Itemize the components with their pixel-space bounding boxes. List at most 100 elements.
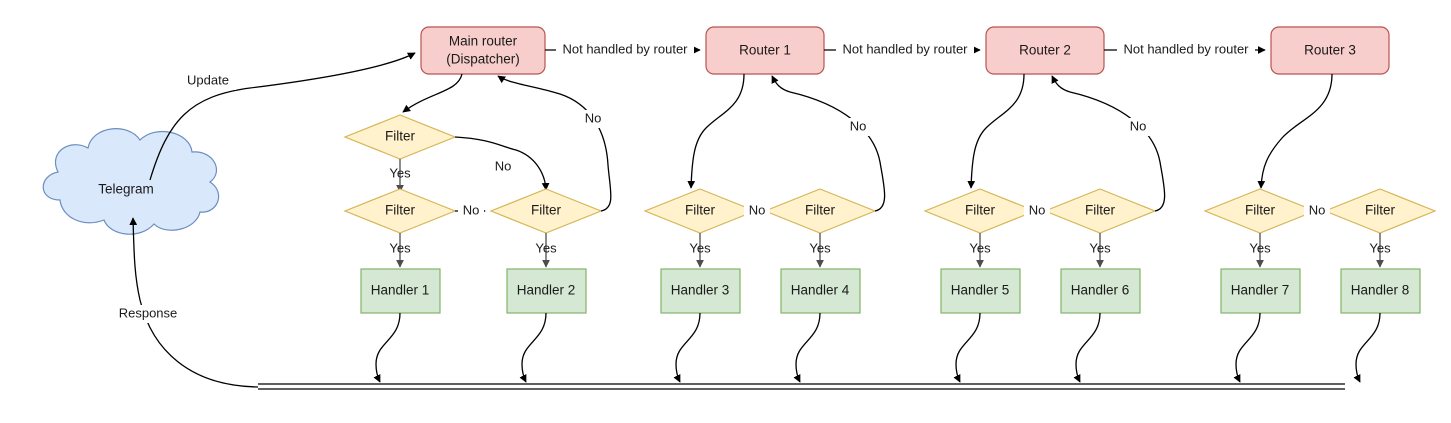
no-label-4: No xyxy=(850,118,867,133)
handler-6-node[interactable]: Handler 6 xyxy=(1060,268,1141,314)
chain-label-2-bg xyxy=(836,41,974,59)
filter-a-label: Filter xyxy=(385,129,416,144)
yes-label-2: Yes xyxy=(535,240,557,255)
chain-label-1-bg xyxy=(556,41,694,59)
edge-update xyxy=(149,52,416,181)
filter-7-node[interactable]: Filter xyxy=(1203,188,1317,234)
edge-filter6-no-to-router2 xyxy=(1051,75,1166,212)
handler-2-label: Handler 2 xyxy=(517,283,576,298)
cloud-label: Telegram xyxy=(98,182,154,197)
filter-5-node[interactable]: Filter xyxy=(923,188,1037,234)
handler-6-box xyxy=(1060,268,1141,314)
no-label-a-bg xyxy=(488,158,518,176)
update-label-bg xyxy=(178,72,236,90)
handler-8-label: Handler 8 xyxy=(1351,283,1410,298)
handler-7-label: Handler 7 xyxy=(1231,283,1290,298)
edge-handler7-to-collector xyxy=(1233,312,1261,383)
filter-5-label: Filter xyxy=(965,203,996,218)
router-2-node[interactable]: Router 2 xyxy=(985,26,1105,75)
edge-handler4-to-collector xyxy=(793,312,821,383)
handler-7-node[interactable]: Handler 7 xyxy=(1220,268,1301,314)
handler-5-node[interactable]: Handler 5 xyxy=(940,268,1021,314)
update-label: Update xyxy=(187,72,229,87)
handler-8-node[interactable]: Handler 8 xyxy=(1340,268,1421,314)
handler-1-box xyxy=(360,268,441,314)
handler-2-box xyxy=(506,268,587,314)
edge-router3-to-filter7 xyxy=(1257,73,1333,189)
handler-4-node[interactable]: Handler 4 xyxy=(780,268,861,314)
yes-label-5: Yes xyxy=(969,240,991,255)
filter-1-label: Filter xyxy=(385,203,416,218)
edge-filter4-no-to-router1 xyxy=(771,75,886,212)
main-router-label-line2: (Dispatcher) xyxy=(446,52,520,67)
handler-6-label: Handler 6 xyxy=(1071,283,1130,298)
no-label-7: No xyxy=(1309,202,1326,217)
filter-2-label: Filter xyxy=(531,203,562,218)
edge-filter-a-no xyxy=(454,136,550,191)
filter-2-node[interactable]: Filter xyxy=(489,188,603,234)
edge-router1-to-filter3 xyxy=(687,73,745,189)
handler-4-label: Handler 4 xyxy=(791,283,850,298)
handler-1-label: Handler 1 xyxy=(371,283,430,298)
edge-handler1-to-collector xyxy=(373,312,401,383)
main-router-node[interactable]: Main router (Dispatcher) xyxy=(420,26,546,75)
router-1-node[interactable]: Router 1 xyxy=(705,26,825,75)
handler-5-box xyxy=(940,268,1021,314)
filter-8-node[interactable]: Filter xyxy=(1323,188,1437,234)
router-3-box xyxy=(1270,26,1390,75)
filter-6-label: Filter xyxy=(1085,203,1116,218)
edge-handler5-to-collector xyxy=(953,312,981,383)
handler-5-label: Handler 5 xyxy=(951,283,1010,298)
chain-label-2: Not handled by router xyxy=(842,41,968,56)
handler-2-node[interactable]: Handler 2 xyxy=(506,268,587,314)
edge-filter2-no-to-mainrouter xyxy=(497,75,612,212)
filter-3-label: Filter xyxy=(685,203,716,218)
handler-4-box xyxy=(780,268,861,314)
filter-6-node[interactable]: Filter xyxy=(1043,188,1157,234)
filter-a-node[interactable]: Filter xyxy=(343,114,457,160)
handler-3-box xyxy=(660,268,741,314)
yes-label-4: Yes xyxy=(809,240,831,255)
filter-3-node[interactable]: Filter xyxy=(643,188,757,234)
router-3-node[interactable]: Router 3 xyxy=(1270,26,1390,75)
chain-label-3: Not handled by router xyxy=(1123,41,1249,56)
router-2-label: Router 2 xyxy=(1019,43,1071,58)
cloud-shape xyxy=(42,128,220,235)
edge-handler6-to-collector xyxy=(1073,312,1101,383)
main-router-label-line1: Main router xyxy=(449,34,518,49)
chain-label-1: Not handled by router xyxy=(562,41,688,56)
no-label-2: No xyxy=(585,110,602,125)
no-label-a: No xyxy=(495,158,512,173)
edge-router2-to-filter5 xyxy=(967,73,1025,189)
handler-1-node[interactable]: Handler 1 xyxy=(360,268,441,314)
no-label-3-bg xyxy=(744,202,770,220)
edge-handler3-to-collector xyxy=(673,312,701,383)
edge-handler8-to-collector xyxy=(1353,312,1381,383)
handler-8-box xyxy=(1340,268,1421,314)
handler-3-node[interactable]: Handler 3 xyxy=(660,268,741,314)
yes-label-7: Yes xyxy=(1249,240,1271,255)
no-label-6-bg xyxy=(1123,118,1153,136)
yes-label-1: Yes xyxy=(389,240,411,255)
no-label-1-bg xyxy=(458,202,484,220)
filter-4-label: Filter xyxy=(805,203,836,218)
no-label-5-bg xyxy=(1024,202,1050,220)
response-label: Response xyxy=(119,305,178,320)
chain-label-3-bg xyxy=(1117,41,1255,59)
filter-1-node[interactable]: Filter xyxy=(343,188,457,234)
no-label-5: No xyxy=(1029,202,1046,217)
no-label-2-bg xyxy=(578,110,608,128)
edge-handler2-to-collector xyxy=(519,312,547,383)
yes-label-8: Yes xyxy=(1369,240,1391,255)
yes-label-3: Yes xyxy=(689,240,711,255)
filter-7-label: Filter xyxy=(1245,203,1276,218)
yes-label-a: Yes xyxy=(389,165,411,180)
handler-3-label: Handler 3 xyxy=(671,283,730,298)
no-label-6: No xyxy=(1130,118,1147,133)
filter-8-label: Filter xyxy=(1365,203,1396,218)
no-label-4-bg xyxy=(843,118,873,136)
filter-4-node[interactable]: Filter xyxy=(763,188,877,234)
telegram-cloud-node[interactable]: Telegram xyxy=(42,128,220,235)
edge-response xyxy=(129,217,259,388)
